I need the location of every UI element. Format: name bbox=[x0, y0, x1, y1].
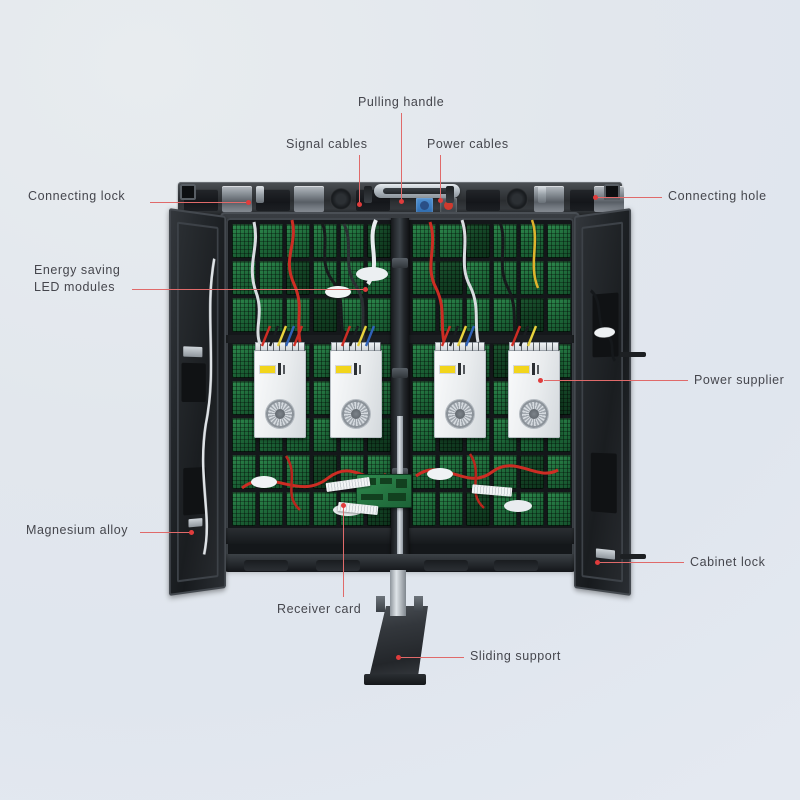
signal-port[interactable] bbox=[416, 198, 433, 213]
rail-connector-block bbox=[256, 189, 290, 211]
psu-fan-grille bbox=[520, 400, 548, 428]
power-supplier-unit bbox=[330, 342, 382, 438]
psu-rating-label bbox=[336, 366, 351, 373]
leader-sliding-support bbox=[452, 657, 464, 658]
sliding-support-column[interactable] bbox=[390, 570, 406, 616]
leader-pulling-handle bbox=[401, 113, 402, 201]
rail-chrome-bracket bbox=[294, 186, 324, 212]
cabinet-top-rail bbox=[178, 182, 624, 216]
label-connecting-hole: Connecting hole bbox=[668, 189, 767, 203]
psu-fan-grille bbox=[342, 400, 370, 428]
door-hinge-stub bbox=[620, 352, 646, 357]
psu-terminal-strip bbox=[331, 342, 381, 351]
label-magnesium-alloy: Magnesium alloy bbox=[26, 523, 129, 537]
leader-power-cables bbox=[440, 155, 441, 201]
connecting-hole bbox=[604, 184, 620, 200]
anchor-power-supplier bbox=[538, 378, 543, 383]
cabinet-foot bbox=[494, 560, 538, 571]
anchor-power-cables bbox=[438, 198, 443, 203]
leader-connecting-lock bbox=[150, 202, 250, 203]
power-port-cap bbox=[444, 201, 453, 210]
cabinet-foot bbox=[244, 560, 288, 571]
power-supplier-unit bbox=[434, 342, 486, 438]
internal-wiring-harness bbox=[226, 218, 574, 348]
rail-fan-vent bbox=[506, 188, 528, 210]
sliding-support[interactable] bbox=[368, 606, 428, 682]
label-connecting-lock: Connecting lock bbox=[28, 189, 126, 203]
power-supplier-unit bbox=[254, 342, 306, 438]
leader-connecting-hole bbox=[598, 197, 662, 198]
anchor-energy-saving-led-modules bbox=[363, 287, 368, 292]
leader-power-supplier bbox=[544, 380, 688, 381]
label-cabinet-lock: Cabinet lock bbox=[690, 555, 766, 569]
connecting-lock-pin[interactable] bbox=[364, 186, 372, 203]
label-energy-saving-led-modules: Energy saving LED modules bbox=[34, 263, 121, 294]
anchor-connecting-hole bbox=[593, 195, 598, 200]
signal-port-cap bbox=[420, 201, 429, 210]
led-cabinet-assembly bbox=[168, 182, 646, 685]
connecting-lock-pin[interactable] bbox=[256, 186, 264, 203]
psu-terminal-strip bbox=[509, 342, 559, 351]
psu-fan-grille bbox=[446, 400, 474, 428]
label-pulling-handle: Pulling handle bbox=[358, 95, 445, 109]
anchor-magnesium-alloy bbox=[189, 530, 194, 535]
label-receiver-card: Receiver card bbox=[277, 602, 362, 616]
connecting-lock-pin[interactable] bbox=[538, 186, 546, 203]
leader-signal-cables bbox=[359, 155, 360, 205]
psu-rating-label bbox=[440, 366, 455, 373]
anchor-cabinet-lock bbox=[595, 560, 600, 565]
leader-receiver-card bbox=[343, 505, 344, 597]
rail-connector-block bbox=[466, 189, 500, 211]
psu-rating-label bbox=[260, 366, 275, 373]
cabinet-foot bbox=[424, 560, 468, 571]
sliding-support-bracket bbox=[376, 596, 385, 612]
rail-fan-vent bbox=[330, 188, 352, 210]
sliding-support-bracket bbox=[414, 596, 423, 612]
label-power-cables: Power cables bbox=[427, 137, 509, 151]
leader-cabinet-lock bbox=[600, 562, 684, 563]
psu-rating-label bbox=[514, 366, 529, 373]
psu-terminal-strip bbox=[255, 342, 305, 351]
sliding-support-base bbox=[364, 674, 426, 685]
connecting-hole bbox=[180, 184, 196, 200]
anchor-receiver-card bbox=[341, 503, 346, 508]
psu-fan-grille bbox=[266, 400, 294, 428]
cabinet-body bbox=[220, 212, 580, 568]
label-power-supplier: Power supplier bbox=[694, 373, 785, 387]
pulling-handle[interactable] bbox=[374, 184, 460, 198]
leader-sliding-support-tail bbox=[400, 657, 452, 658]
anchor-pulling-handle bbox=[399, 199, 404, 204]
anchor-sliding-support bbox=[396, 655, 401, 660]
psu-terminal-wiring bbox=[256, 322, 556, 348]
door-hinge-stub bbox=[620, 554, 646, 559]
connecting-lock-pin[interactable] bbox=[446, 186, 454, 203]
cabinet-foot bbox=[316, 560, 360, 571]
leader-energy-saving-led-modules bbox=[132, 289, 368, 290]
leader-magnesium-alloy bbox=[140, 532, 194, 533]
right-door-panel[interactable] bbox=[574, 208, 632, 596]
rail-chrome-bracket bbox=[222, 186, 252, 212]
cabinet-inner-frame bbox=[226, 218, 574, 560]
anchor-connecting-lock bbox=[246, 200, 251, 205]
cabinet-bottom-plinth bbox=[224, 554, 576, 572]
anchor-signal-cables bbox=[357, 202, 362, 207]
psu-terminal-strip bbox=[435, 342, 485, 351]
label-sliding-support: Sliding support bbox=[470, 649, 561, 663]
left-door-panel[interactable] bbox=[168, 208, 226, 596]
power-supplier-unit bbox=[508, 342, 560, 438]
label-signal-cables: Signal cables bbox=[286, 137, 368, 151]
